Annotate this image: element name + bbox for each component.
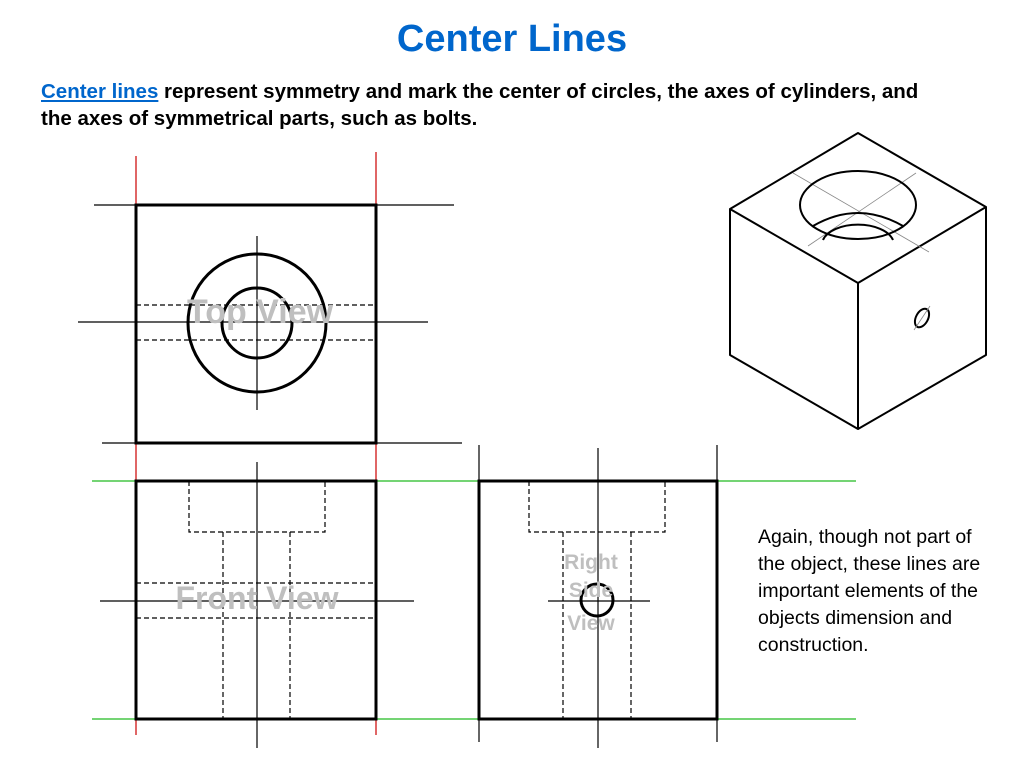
right-side-view: Right Side View	[477, 445, 719, 748]
right-view-hidden-counterbore	[528, 481, 666, 533]
right-view-label-line2: Side	[569, 579, 613, 602]
iso-side-hole-ellipse	[913, 307, 931, 329]
iso-right-face	[857, 207, 987, 430]
slide-title: Center Lines	[396, 18, 628, 60]
isometric-view	[729, 132, 987, 430]
front-view-label: Front View	[176, 580, 339, 616]
right-view-label-line3: View	[567, 612, 615, 635]
iso-hole-edge	[822, 223, 894, 241]
right-view-label-line1: Right	[564, 551, 618, 574]
front-view: Front View	[100, 462, 414, 748]
front-view-hidden-counterbore	[188, 481, 326, 533]
iso-left-face	[729, 209, 859, 430]
side-note: Again, though not part of the object, th…	[758, 526, 981, 656]
center-lines-link[interactable]: Center lines	[41, 80, 159, 103]
top-view-label: Top View	[187, 293, 334, 331]
front-view-outline	[134, 479, 378, 721]
intro-rest: represent symmetry and mark the center o…	[41, 80, 919, 130]
top-view-outline	[134, 203, 378, 445]
iso-counterbore-ellipse	[799, 170, 917, 240]
iso-counterbore-floor	[812, 212, 904, 227]
right-view-side-hole-circle	[579, 582, 615, 618]
top-view: Top View	[78, 203, 462, 445]
iso-top-face	[729, 132, 987, 284]
intro-text: Center lines represent symmetry and mark…	[41, 78, 941, 132]
iso-side-hole-center-line	[913, 305, 931, 331]
